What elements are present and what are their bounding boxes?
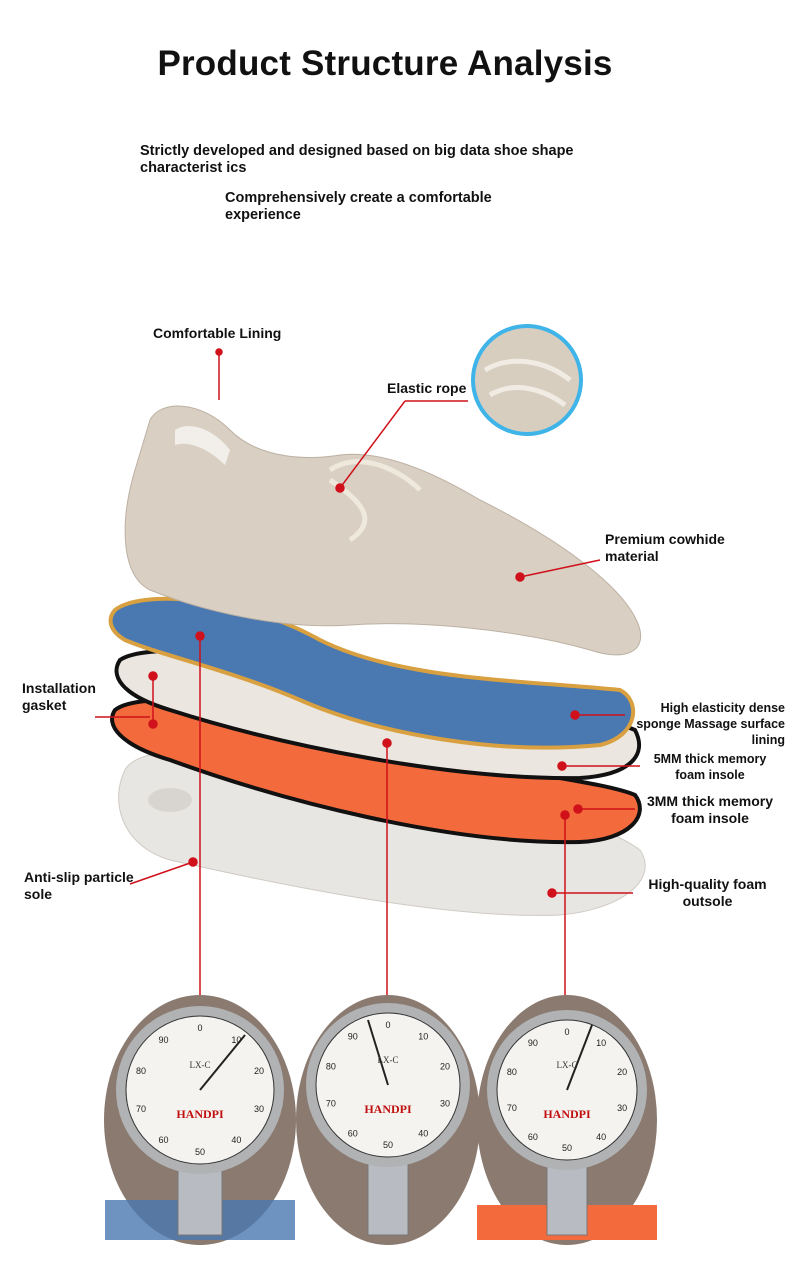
shoe-upper: [124, 405, 642, 656]
label-comfortable-lining: Comfortable Lining: [153, 325, 282, 341]
gauge-middle: HANDPI LX-C: [296, 995, 480, 1245]
label-installation-gasket: Installation gasket: [22, 680, 96, 713]
gauge-tick-label: 40: [231, 1135, 241, 1145]
gauge-tick-label: 80: [326, 1061, 336, 1071]
gauge-tick-label: 40: [418, 1129, 428, 1139]
gauge-brand: HANDPI: [543, 1107, 591, 1121]
gauge-tick-label: 90: [159, 1035, 169, 1045]
label-3mm-insole: 3MM thick memory foam insole: [646, 793, 774, 826]
label-massage-lining: High elasticity dense sponge Massage sur…: [636, 701, 785, 747]
gauge-tick-label: 70: [326, 1099, 336, 1109]
gauge-tick-label: 40: [596, 1132, 606, 1142]
gauge-tick-label: 90: [528, 1038, 538, 1048]
gauge-brand: HANDPI: [176, 1107, 224, 1121]
gauge-tick-label: 30: [254, 1104, 264, 1114]
subtitle-line-1: Strictly developed and designed based on…: [140, 143, 574, 176]
gauge-tick-label: 80: [136, 1066, 146, 1076]
elastic-rope-closeup: [471, 324, 583, 436]
gauge-tick-label: 0: [564, 1027, 569, 1037]
gauge-tick-label: 50: [562, 1143, 572, 1153]
leader-lines: [95, 348, 640, 1000]
gauge-tick-label: 50: [195, 1147, 205, 1157]
label-anti-slip-sole: Anti-slip particle sole: [24, 869, 134, 902]
massage-insole: [108, 596, 636, 750]
gauge-tick-label: 20: [254, 1066, 264, 1076]
label-5mm-insole: 5MM thick memory foam insole: [653, 752, 767, 782]
gauge-tick-label: 0: [197, 1023, 202, 1033]
gauge-tick-label: 80: [507, 1067, 517, 1077]
gauge-tick-label: 60: [528, 1132, 538, 1142]
label-foam-outsole: High-quality foam outsole: [648, 876, 767, 909]
gauge-tick-label: 10: [231, 1035, 241, 1045]
gauge-tick-label: 60: [348, 1129, 358, 1139]
gauge-tick-label: 30: [617, 1103, 627, 1113]
gauge-tick-label: 70: [507, 1103, 517, 1113]
gauge-tick-label: 70: [136, 1104, 146, 1114]
gauge-brand: HANDPI: [364, 1102, 412, 1116]
gauge-model: LX-C: [557, 1060, 578, 1070]
gauge-left: HANDPI LX-C: [104, 995, 296, 1245]
gauge-right: HANDPI LX-C: [477, 995, 657, 1245]
gauge-tick-label: 10: [418, 1031, 428, 1041]
gauge-tick-label: 20: [440, 1061, 450, 1071]
gauge-model: LX-C: [190, 1060, 211, 1070]
gauge-tick-label: 0: [385, 1020, 390, 1030]
page-title: Product Structure Analysis: [157, 44, 613, 83]
gauge-tick-label: 10: [596, 1038, 606, 1048]
gauge-tick-label: 50: [383, 1140, 393, 1150]
label-cowhide: Premium cowhide material: [605, 531, 725, 564]
label-elastic-rope: Elastic rope: [387, 380, 467, 396]
gauge-tick-label: 90: [348, 1031, 358, 1041]
gauge-model: LX-C: [378, 1055, 399, 1065]
gauge-tick-label: 20: [617, 1067, 627, 1077]
gauge-tick-label: 60: [159, 1135, 169, 1145]
gauge-tick-label: 30: [440, 1099, 450, 1109]
subtitle-line-2: Comprehensively create a comfortable exp…: [225, 190, 492, 223]
